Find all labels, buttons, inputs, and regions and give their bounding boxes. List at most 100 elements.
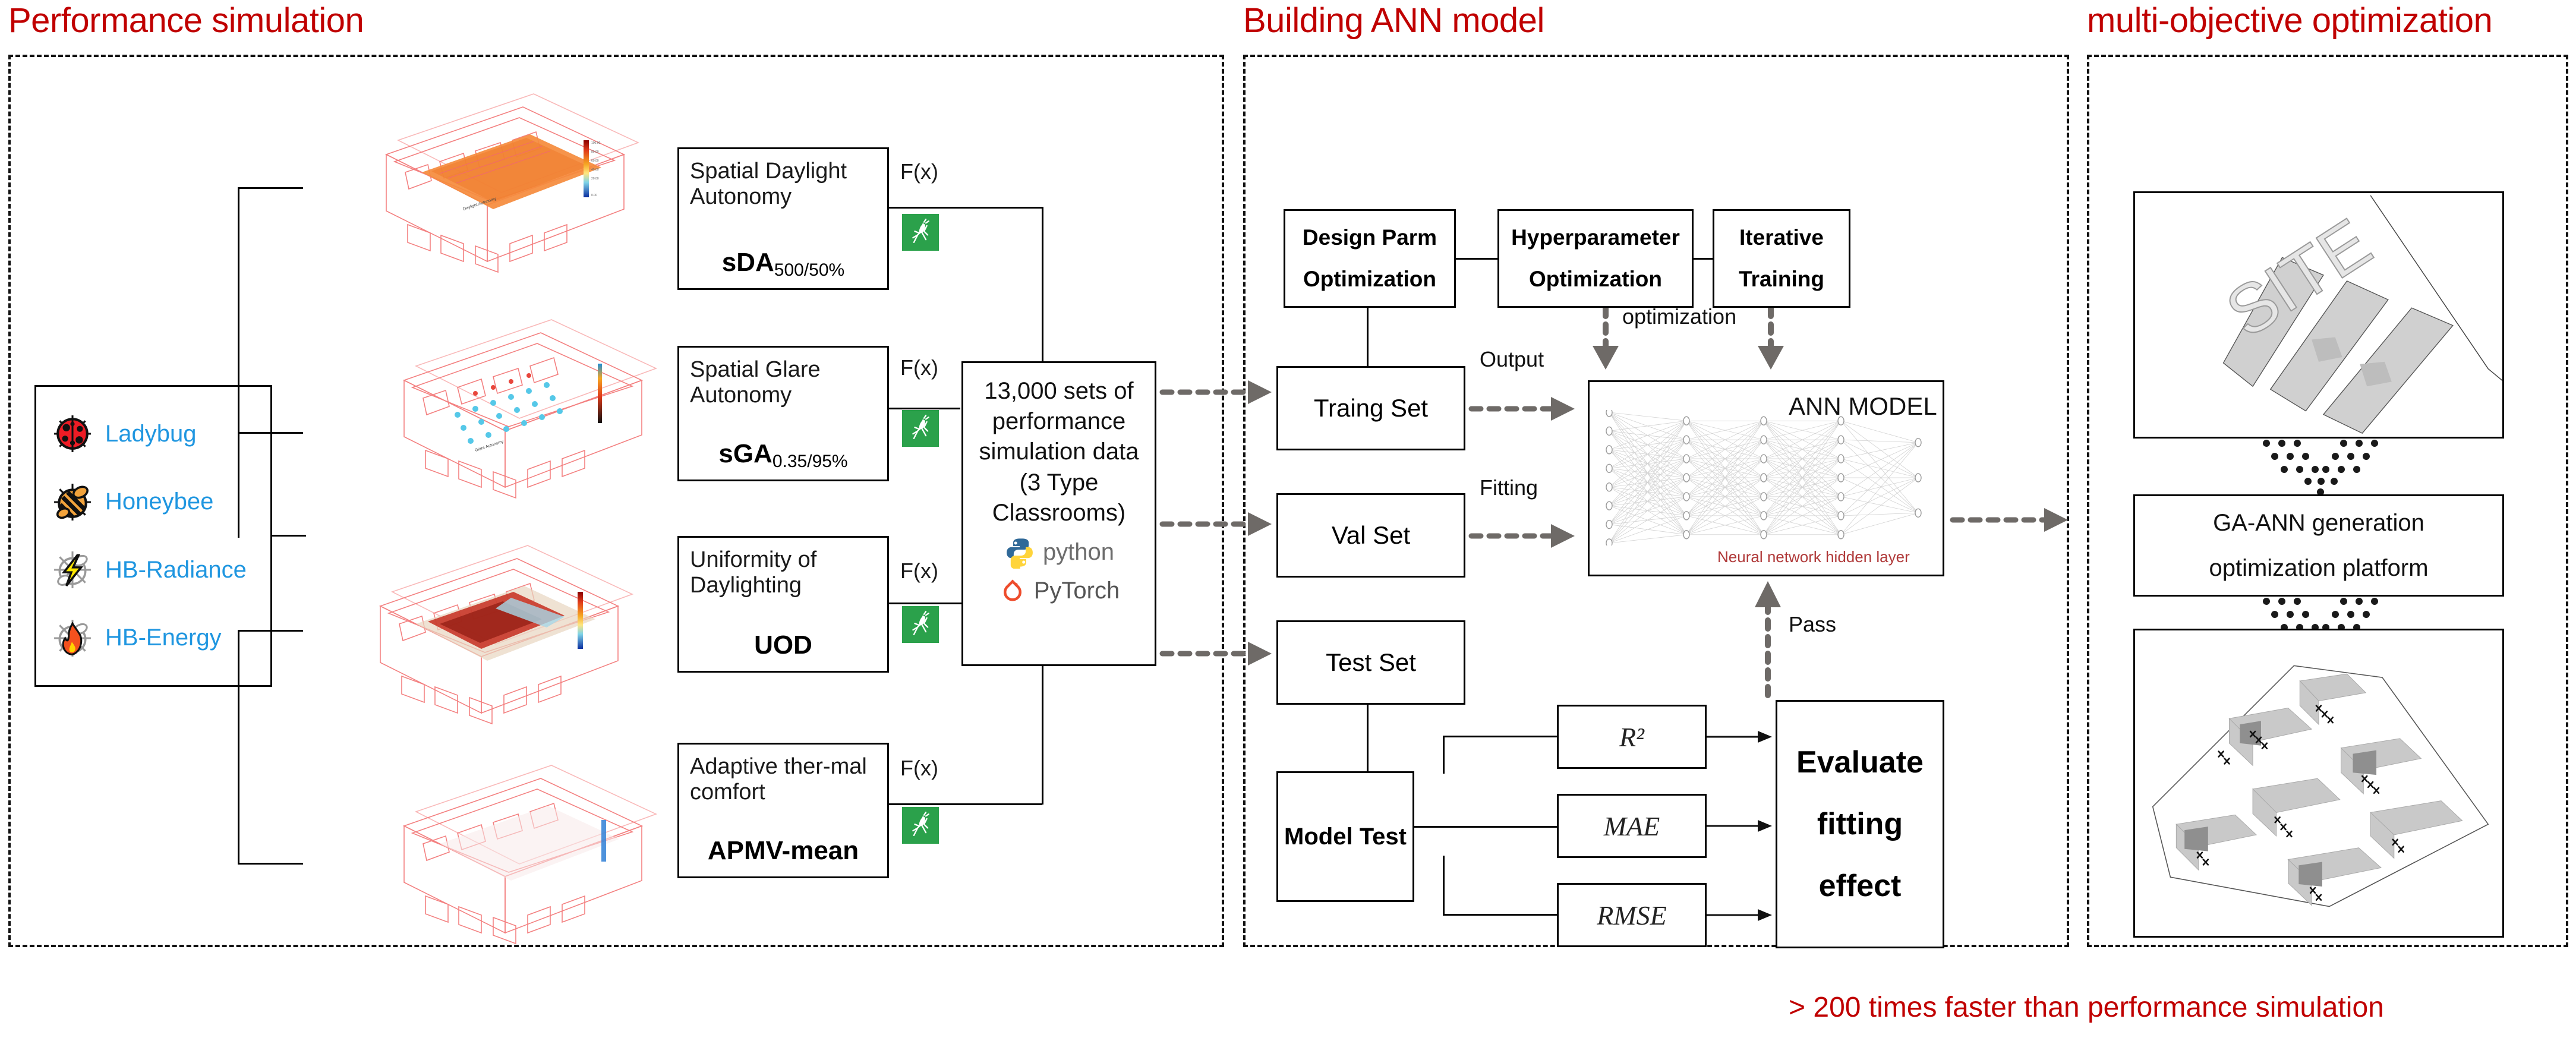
fitting-arrow-label: Fitting (1480, 475, 1538, 500)
svg-text:40.00: 40.00 (591, 168, 599, 172)
metric-label: R² (1619, 721, 1644, 752)
ladybug-icon (53, 414, 92, 453)
box-line-2: Optimization (1528, 267, 1663, 291)
tools-legend-box: Ladybug Honeybee (34, 385, 272, 687)
box-iterative-training: Iterative Training (1713, 209, 1850, 308)
legend-label-honeybee: Honeybee (105, 488, 214, 515)
box-label: Test Set (1326, 648, 1416, 676)
connector-line (238, 630, 303, 632)
output-arrow-label: Output (1480, 347, 1544, 371)
metric-code-apmv: APMV-mean (707, 836, 859, 865)
legend-item-hb-radiance: HB-Radiance (53, 550, 270, 589)
optimization-down-arrows (1593, 308, 1784, 370)
box-metric-rmse: RMSE (1557, 883, 1707, 947)
footnote-speedup: > 200 times faster than performance simu… (1789, 992, 2384, 1023)
box-line-1: Hyperparameter (1511, 225, 1680, 250)
box-hyperparameter-optimization: Hyperparameter Optimization (1497, 209, 1694, 308)
box-label: Model Test (1284, 823, 1407, 850)
svg-text:0.00: 0.00 (591, 194, 597, 197)
fx-label-apmv: F(x) (900, 756, 938, 780)
connector-line (1455, 258, 1499, 260)
metric-title-apmv: Adaptive ther-mal comfort (690, 754, 867, 805)
legend-label-hb-radiance: HB-Radiance (105, 556, 247, 583)
connector-line (270, 535, 306, 537)
metric-box-sda: Spatial Daylight Autonomy sDA500/50% (677, 147, 889, 290)
box-line-1: Iterative (1739, 225, 1824, 250)
connector-line (1443, 736, 1558, 737)
fx-label-sga: F(x) (900, 355, 938, 380)
svg-text:60.00: 60.00 (591, 159, 599, 163)
connector-line (1443, 736, 1445, 774)
site-diagram-box: SITE (2133, 191, 2504, 439)
box-ga-ann-platform: GA-ANN generation optimization platform (2133, 494, 2504, 597)
grasshopper-icon-uod (902, 606, 939, 643)
legend-item-honeybee: Honeybee (53, 482, 270, 522)
metric-code-sga: sGA0.35/95% (718, 439, 848, 471)
connector-line (238, 630, 239, 865)
connector-line (889, 408, 960, 409)
platform-line-1: GA-ANN generation (2213, 510, 2424, 536)
metric-box-apmv: Adaptive ther-mal comfort APMV-mean (677, 743, 889, 878)
hidden-layer-caption: Neural network hidden layer (1717, 548, 1910, 566)
dataset-text: 13,000 sets of performance simulation da… (979, 378, 1139, 526)
box-traing-set: Traing Set (1276, 366, 1465, 450)
connector-line (1367, 308, 1369, 378)
platform-line-2: optimization platform (2209, 555, 2429, 581)
metric-box-sga: Spatial Glare Autonomy sGA0.35/95% (677, 346, 889, 481)
svg-text:Glare Autonomy: Glare Autonomy (474, 440, 504, 453)
hb-energy-icon (53, 619, 92, 658)
section-title-performance-simulation: Performance simulation (8, 1, 364, 40)
grasshopper-icon-sga (902, 410, 939, 447)
svg-text:100.00: 100.00 (591, 141, 601, 145)
box-label: Evaluate fitting effect (1796, 745, 1924, 903)
legend-item-ladybug: Ladybug (53, 414, 270, 453)
section-title-building-ann-model: Building ANN model (1243, 1, 1544, 40)
box-metric-mae: MAE (1557, 794, 1707, 858)
box-line-2: Optimization (1303, 267, 1437, 291)
ann-model-title: ANN MODEL (1789, 392, 1937, 420)
metric-title-sda: Spatial Daylight Autonomy (690, 159, 847, 209)
python-label: python (1042, 539, 1115, 566)
connector-line (1042, 207, 1043, 361)
pass-up-arrow (1755, 581, 1781, 698)
connector-line (1414, 826, 1558, 828)
box-design-parm-optimization: Design Parm Optimization (1284, 209, 1456, 308)
optimization-label: optimization (1622, 304, 1737, 329)
metric-title-uod: Uniformity of Daylighting (690, 547, 817, 598)
legend-label-ladybug: Ladybug (105, 420, 197, 447)
grasshopper-icon-sda (902, 214, 939, 251)
metric-box-uod: Uniformity of Daylighting UOD (677, 536, 889, 673)
grasshopper-icon-apmv (902, 807, 939, 844)
legend-label-hb-energy: HB-Energy (105, 624, 222, 651)
box-label: Traing Set (1313, 394, 1429, 422)
box-evaluate-fitting-effect: Evaluate fitting effect (1776, 700, 1944, 948)
fx-label-uod: F(x) (900, 559, 938, 583)
panel-multi-objective-optimization (2087, 55, 2568, 947)
dataset-box: 13,000 sets of performance simulation da… (961, 361, 1156, 666)
connector-line (238, 863, 303, 865)
box-label: Val Set (1331, 521, 1411, 549)
panel-performance-simulation (8, 55, 1224, 947)
connector-line (1443, 856, 1445, 915)
box-val-set: Val Set (1276, 493, 1465, 578)
connector-line (238, 187, 303, 189)
hb-radiance-icon (53, 550, 92, 589)
dataset-to-splits-arrows (1159, 380, 1272, 665)
box-model-test: Model Test (1276, 771, 1414, 902)
metrics-to-evaluate-arrows (1707, 731, 1772, 921)
section-title-multi-objective-optimization: multi-objective optimization (2087, 1, 2493, 40)
metric-code-uod: UOD (754, 630, 812, 660)
pytorch-label: PyTorch (1033, 578, 1120, 604)
connector-line (1443, 914, 1558, 916)
pytorch-logo: PyTorch (998, 577, 1120, 605)
ann-to-platform-arrow (1950, 508, 2068, 532)
neural-network-diagram (1606, 410, 1922, 545)
connector-line (238, 187, 239, 538)
box-test-set: Test Set (1276, 620, 1465, 705)
svg-text:80.00: 80.00 (591, 150, 599, 154)
box-line-2: Training (1739, 267, 1824, 291)
svg-text:20.00: 20.00 (591, 177, 599, 181)
connector-line (889, 803, 1042, 805)
splits-to-ann-arrows (1468, 397, 1575, 548)
